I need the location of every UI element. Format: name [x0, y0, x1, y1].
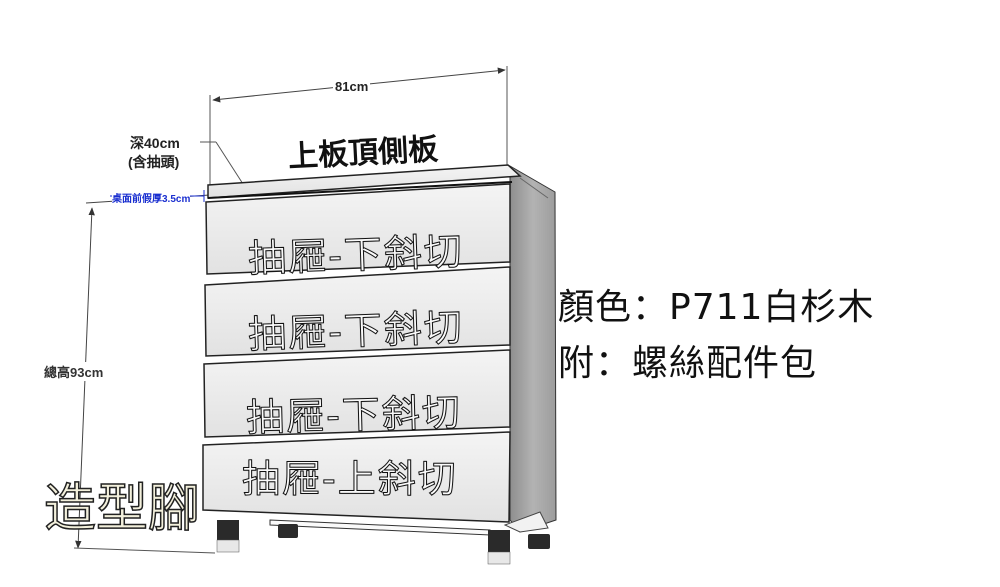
drawer-2-label: 抽屜-下斜切 [247, 305, 465, 358]
depth-sublabel: (含抽頭) [128, 154, 180, 170]
legs [216, 520, 550, 565]
drawer-fronts [202, 183, 511, 523]
drawer-3-label: 抽屜-下斜切 [245, 390, 463, 441]
width-label: 81cm [333, 79, 371, 94]
total-height-label: 總高93cm [44, 362, 104, 381]
legs-label: 造型腳 [43, 478, 201, 540]
depth-label: 深40cm [130, 135, 180, 151]
top-panel [207, 164, 522, 199]
drawer-4-label: 抽屜-上斜切 [242, 457, 458, 502]
side-panel [509, 165, 557, 533]
drawer-1-label: 抽屜-下斜切 [247, 229, 465, 282]
accessory-info: 附：螺絲配件包 [558, 343, 818, 384]
front-thickness-label: 桌面前假厚3.5cm [112, 190, 191, 205]
top-panel-label: 上板頂側板 [287, 132, 439, 175]
color-info: 顏色：P711白杉木 [558, 287, 875, 328]
